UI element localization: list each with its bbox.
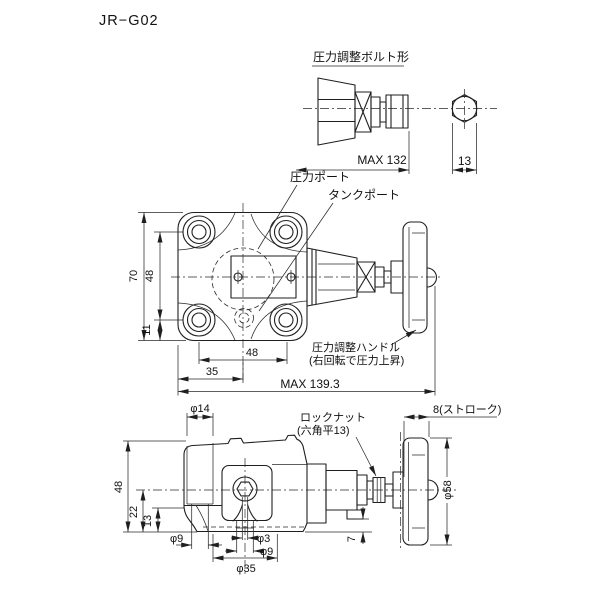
handle-front-view <box>402 221 438 334</box>
drawing-title: JR−G02 <box>99 13 159 29</box>
pressure-port-circle <box>211 247 275 311</box>
side-view: ロックナット (六角平13) φ14 8(ストローク) 48 22 13 φ9 … <box>113 403 501 577</box>
plan-dim-11: 11 <box>141 324 153 335</box>
bolt-hex-end-view: 13 <box>451 89 478 174</box>
pressure-port-label: 圧力ポート <box>290 170 350 184</box>
side-dim-22: 22 <box>128 506 140 518</box>
bolt-across-flats-dim: 13 <box>458 154 472 168</box>
locknut-label: ロックナット <box>300 411 366 424</box>
side-dim-7: 7 <box>346 536 358 542</box>
plan-view: 圧力ポート タンクポート 圧力調整ハンドル (右回転で圧力上昇) 70 48 1… <box>128 170 443 396</box>
plan-dim-48v: 48 <box>144 270 156 282</box>
plan-dim-70: 70 <box>128 270 140 282</box>
side-dim-stroke: 8(ストローク) <box>433 403 501 416</box>
bolt-max-length-dim: MAX 132 <box>357 153 407 167</box>
bolt-detail-view: 圧力調整ボルト形 MAX 132 13 <box>296 49 497 174</box>
handle-label: 圧力調整ハンドル <box>312 340 400 354</box>
side-dim-phi58: φ58 <box>442 480 454 499</box>
side-dim-phi9-right: φ9 <box>260 546 273 558</box>
side-dim-phi35: φ35 <box>236 563 255 575</box>
bolt-detail-heading: 圧力調整ボルト形 <box>313 49 409 64</box>
side-dim-phi9-left: φ9 <box>170 533 183 545</box>
tank-port-circle <box>234 308 254 328</box>
handle-side-view <box>402 437 439 546</box>
mounting-holes <box>182 215 303 337</box>
locknut-note: (六角平13) <box>297 424 350 437</box>
side-dim-phi3: φ3 <box>257 533 270 545</box>
hex-plug <box>232 476 258 502</box>
side-dim-48: 48 <box>113 481 125 493</box>
tank-port-label: タンクポート <box>328 188 400 202</box>
plan-dim-35: 35 <box>206 366 218 378</box>
plan-dim-max-length: MAX 139.3 <box>280 377 340 391</box>
handle-note: (右回転で圧力上昇) <box>309 353 404 367</box>
side-dim-13: 13 <box>142 515 154 527</box>
side-dim-phi14: φ14 <box>190 403 209 415</box>
plan-dim-48h: 48 <box>246 347 258 359</box>
